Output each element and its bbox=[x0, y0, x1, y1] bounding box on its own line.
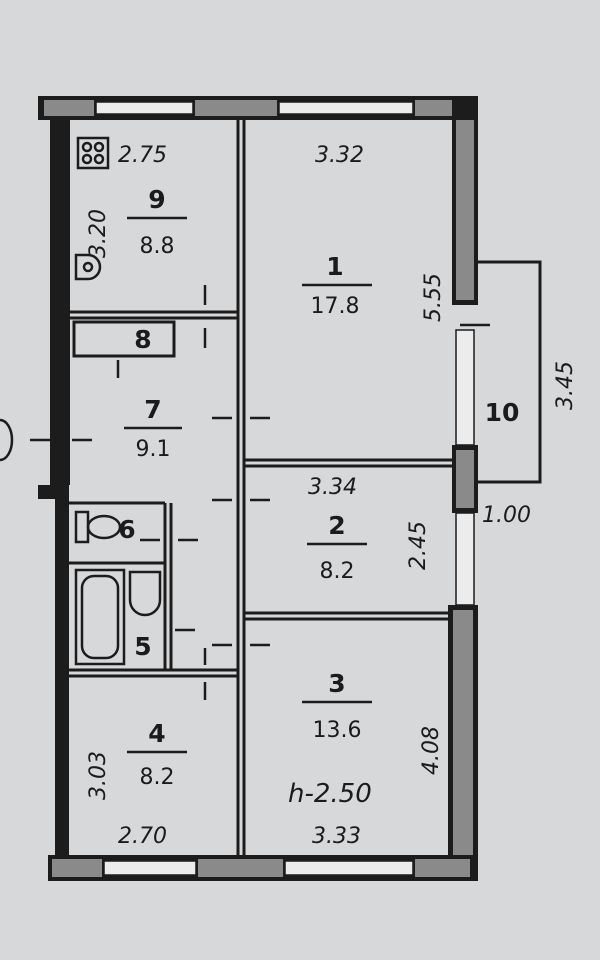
room-7-label: 7 9.1 bbox=[124, 395, 182, 462]
wash-basin-icon bbox=[128, 570, 162, 617]
room-2-label: 2 8.2 bbox=[307, 511, 367, 584]
room-area: 17.8 bbox=[311, 294, 360, 319]
ceiling-height-label: h-2.50 bbox=[288, 779, 372, 809]
dim-balcony-width: 1.00 bbox=[482, 503, 531, 528]
bathtub-icon bbox=[74, 568, 126, 666]
room-number: 4 bbox=[148, 719, 165, 748]
dim-room2-length: 2.45 bbox=[406, 521, 431, 570]
room-number: 9 bbox=[148, 185, 165, 214]
room-area: 13.6 bbox=[313, 718, 362, 743]
room-5-label: 5 bbox=[134, 632, 151, 661]
room-1-label: 1 17.8 bbox=[302, 252, 372, 319]
window-top-left bbox=[95, 101, 194, 115]
dimensions: 2.75 3.20 3.32 5.55 3.45 1.00 3.34 2.45 … bbox=[86, 143, 578, 849]
room-area: 9.1 bbox=[136, 437, 171, 462]
room-number: 5 bbox=[134, 632, 151, 661]
room-4-label: 4 8.2 bbox=[127, 719, 187, 790]
balcony-outline bbox=[470, 260, 542, 484]
entrance-marker bbox=[0, 418, 14, 462]
room-number: 2 bbox=[328, 511, 345, 540]
outer-walls bbox=[38, 96, 478, 881]
window-bottom-left bbox=[103, 860, 197, 876]
window-right-room1 bbox=[455, 329, 475, 446]
room-6-label: 6 bbox=[118, 515, 135, 544]
room-10-label: 10 bbox=[485, 398, 520, 427]
window-top-right bbox=[278, 101, 414, 115]
room-number: 6 bbox=[118, 515, 135, 544]
kitchen-sink-icon bbox=[74, 253, 102, 281]
room-area: 8.8 bbox=[140, 234, 175, 259]
dim-room9-width: 2.75 bbox=[118, 143, 167, 168]
room-9-label: 9 8.8 bbox=[127, 185, 187, 259]
toilet-icon bbox=[74, 510, 122, 544]
room-number: 7 bbox=[144, 395, 161, 424]
dim-room3-length: 4.08 bbox=[419, 726, 444, 775]
door-markers bbox=[30, 285, 490, 700]
dim-room1-length: 5.55 bbox=[421, 273, 446, 322]
room-area: 8.2 bbox=[320, 559, 355, 584]
room-number: 8 bbox=[134, 325, 151, 354]
room-area: 8.2 bbox=[140, 765, 175, 790]
window-bottom-right bbox=[284, 860, 414, 876]
dim-room9-length: 3.20 bbox=[86, 209, 111, 258]
dim-room3-width: 3.33 bbox=[312, 824, 361, 849]
room-number: 1 bbox=[326, 252, 343, 281]
room-number: 10 bbox=[485, 398, 520, 427]
stove-icon bbox=[76, 136, 110, 170]
dim-balcony-length: 3.45 bbox=[553, 361, 578, 410]
dim-room1-width: 3.32 bbox=[315, 143, 364, 168]
interior-walls bbox=[69, 120, 452, 855]
room-number: 3 bbox=[328, 669, 345, 698]
room-3-label: 3 13.6 bbox=[302, 669, 372, 743]
dim-room4-width: 2.70 bbox=[118, 824, 167, 849]
dim-room2-width: 3.34 bbox=[308, 475, 357, 500]
room-8-label: 8 bbox=[134, 325, 151, 354]
window-right-room2 bbox=[455, 512, 475, 606]
dim-room4-length: 3.03 bbox=[86, 751, 111, 800]
